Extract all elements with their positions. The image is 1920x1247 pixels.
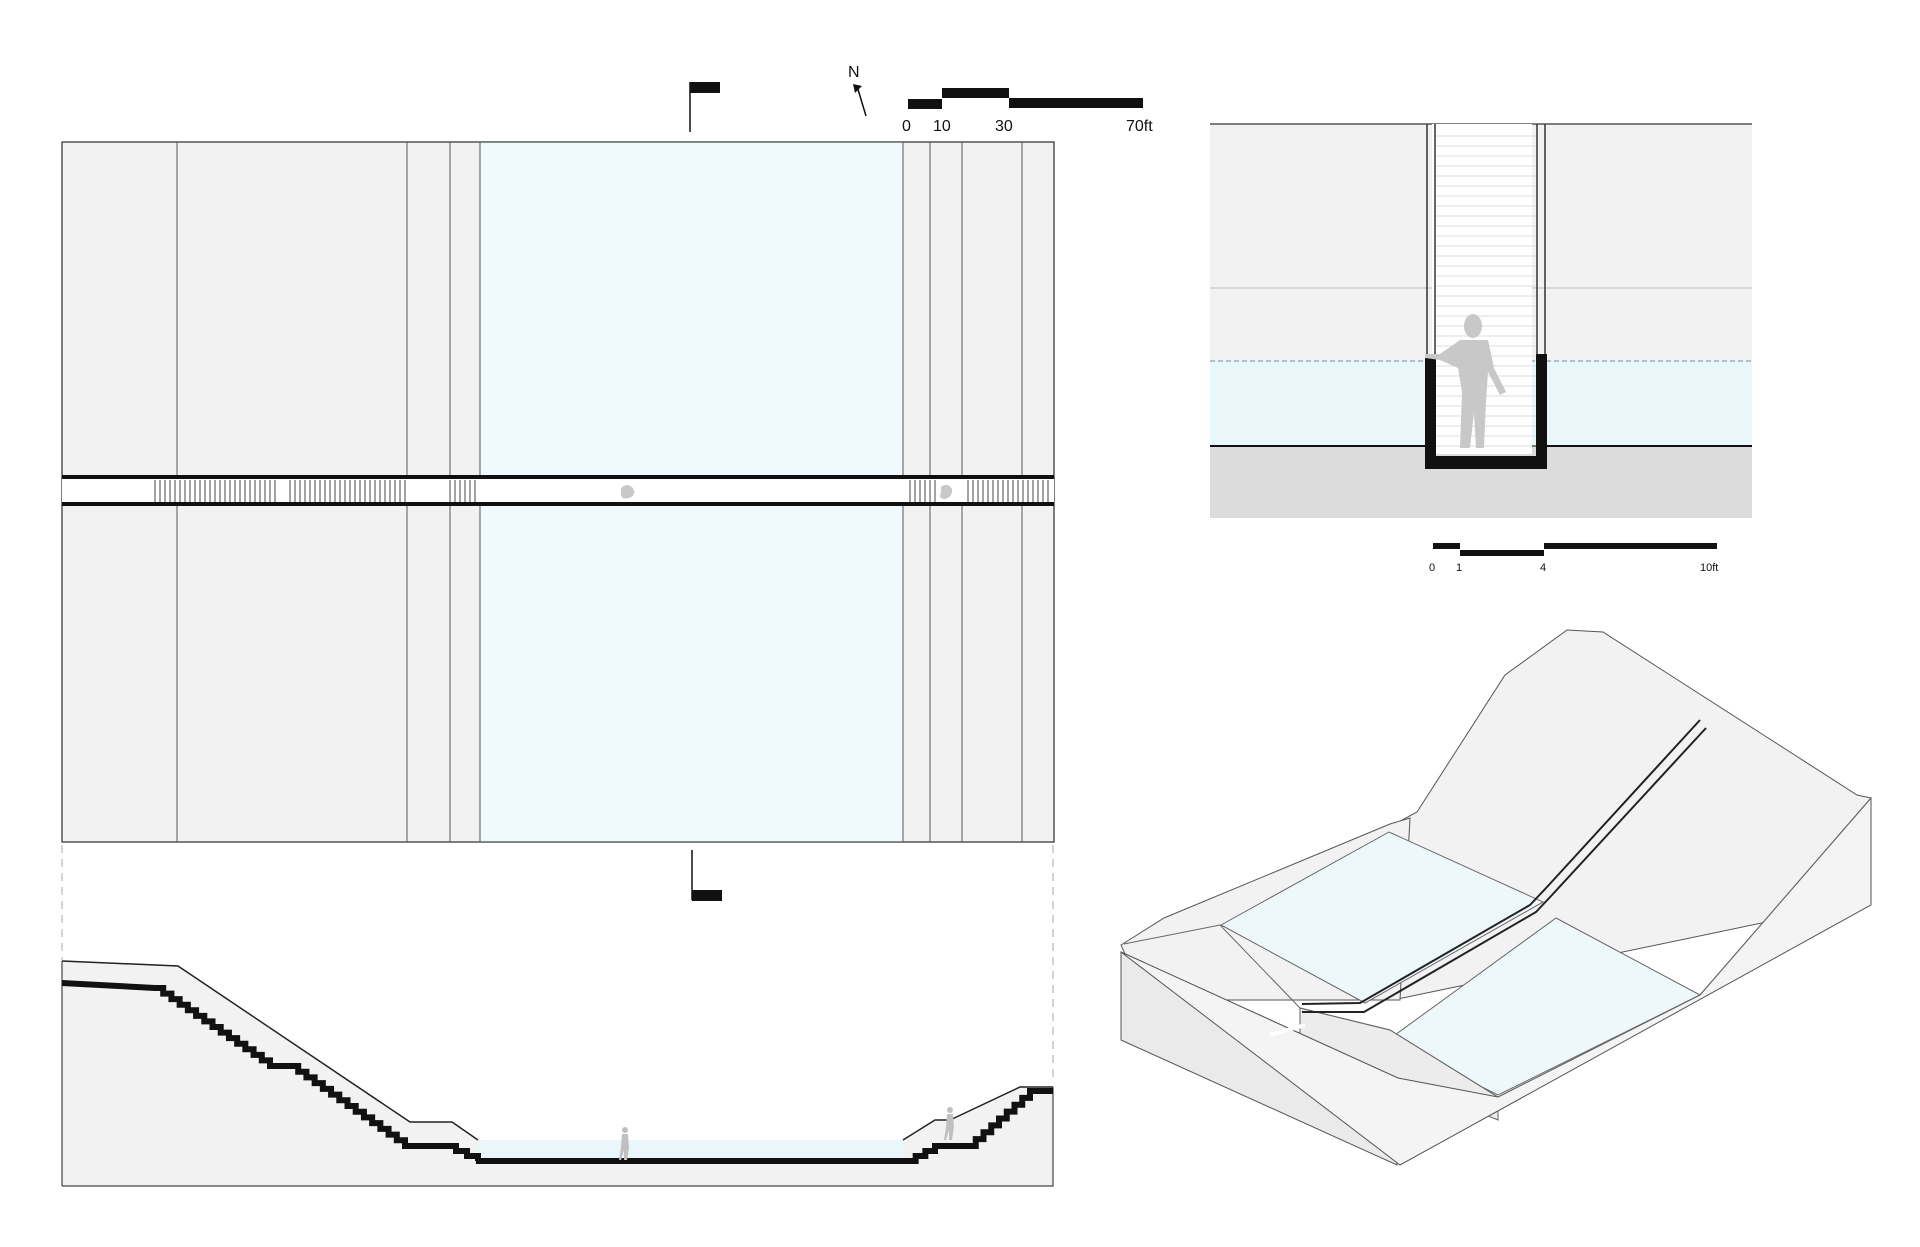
plan-view: N 0 10 30 70ft [61,64,1153,901]
plan-scale-bar [908,88,1143,109]
detail-bridge-channel [1425,354,1547,469]
axonometric-view [1120,629,1872,1166]
axo-bridge-rail [1302,727,1707,1013]
axo-terrace-edge [1123,797,1872,1098]
plan-bridge-deck [62,477,1054,504]
detail-stair-treads [1436,135,1536,447]
plan-scale-tick: 0 [902,118,911,135]
section-water [478,1140,903,1160]
section-view [61,845,1054,1187]
plan-bridge-steps [154,480,1049,502]
detail-scale-bar [1433,543,1717,556]
section-stair-left [61,980,481,1161]
axo-bridge-rail [1301,719,1701,1005]
section-figure-icon [944,1107,954,1140]
section-ground-outline [62,1087,1054,1187]
detail-scale-tick: 4 [1540,562,1546,574]
north-label: N [848,64,860,81]
detail-scale-tick: 10ft [1700,562,1718,574]
plan-figure-icon [940,484,953,499]
section-ground [62,961,1053,1186]
axo-path [1269,1023,1306,1037]
section-ground-profile [61,960,479,1141]
axo-water-upper [1219,831,1545,1004]
section-marker-bottom-icon [691,850,722,901]
north-arrow-icon [853,84,867,117]
section-stair-right [906,1088,1053,1164]
detail-figure-icon [1425,314,1506,448]
detail-section: 0 1 4 10ft [1210,123,1752,574]
plan-scale-tick: 10 [933,118,951,135]
section-figure-icon [619,1127,629,1160]
detail-scale-tick: 0 [1429,562,1435,574]
plan-scale-tick: 70ft [1126,118,1153,135]
detail-scale-tick: 1 [1456,562,1462,574]
plan-scale-tick: 30 [995,118,1013,135]
section-marker-top-icon [689,82,720,132]
plan-figure-icon [621,485,635,499]
